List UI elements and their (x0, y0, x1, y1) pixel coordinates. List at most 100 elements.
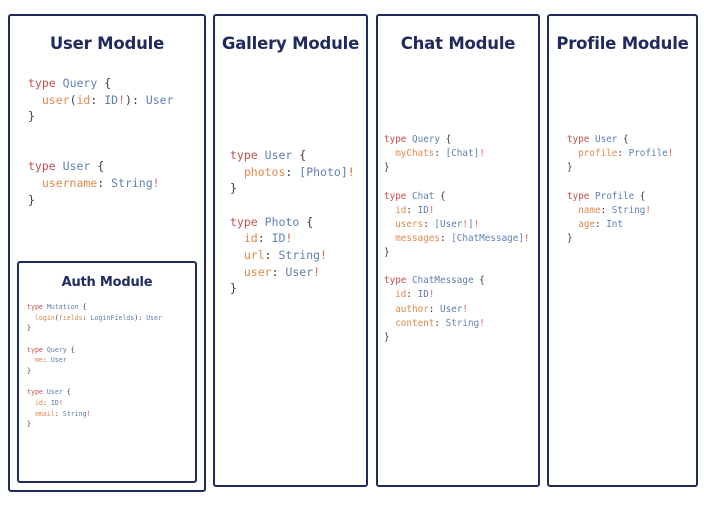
schema-token: User (145, 92, 174, 107)
panel-chat-module[interactable]: Chat Module type Query { myChats: [Chat]… (376, 14, 540, 487)
schema-line: type Profile { (567, 190, 696, 204)
schema-token: ! (523, 232, 530, 244)
schema-token: Mutation (46, 303, 79, 311)
schema-token: : (131, 92, 146, 107)
schema-token: : (285, 164, 300, 179)
schema-line: } (567, 161, 696, 175)
schema-token (384, 289, 395, 300)
schema-token: : (42, 356, 51, 365)
schema-token: { (78, 303, 87, 311)
schema-token: id (395, 204, 407, 216)
schema-token: ! (479, 148, 485, 160)
schema-line (27, 334, 195, 345)
panel-user-module[interactable]: User Module type Query { user(id: ID!): … (8, 14, 206, 492)
schema-line: me: User (27, 355, 195, 366)
schema-token: : (90, 92, 105, 107)
schema-token: : (257, 231, 272, 246)
schema-token: id (34, 399, 43, 408)
schema-token (384, 233, 395, 244)
schema-token (56, 159, 63, 173)
schema-token: ( (54, 313, 59, 322)
schema-line: age: Int (567, 218, 696, 232)
schema-token (230, 265, 244, 279)
schema-token: Profile (595, 190, 635, 202)
panel-profile-module[interactable]: Profile Module type User { profile: Prof… (547, 14, 698, 487)
schema-token: { (62, 388, 71, 397)
schema-token: type (384, 134, 407, 145)
schema-line: type ChatMessage { (384, 274, 538, 288)
schema-token: { (434, 190, 446, 202)
schema-line (567, 175, 696, 189)
schema-token: myChats (395, 148, 435, 160)
schema-line: type Chat { (384, 190, 538, 204)
schema-token: type (28, 159, 56, 174)
schema-line: id: ID! (27, 398, 195, 409)
schema-token: : (406, 204, 418, 216)
schema-token: age (578, 218, 595, 230)
schema-token: { (473, 275, 485, 287)
schema-line: } (384, 331, 538, 345)
schema-token (230, 231, 244, 245)
schema-line: name: String! (567, 204, 696, 218)
schema-token: type (28, 76, 56, 90)
schema-token (384, 219, 395, 230)
schema-line (384, 260, 538, 274)
schema-line: type User { (567, 133, 696, 147)
schema-token: type (567, 134, 590, 145)
schema-token: Query (62, 76, 98, 90)
schema-token: ! (462, 218, 469, 230)
schema-token: : (97, 176, 112, 191)
schema-token: { (90, 159, 105, 174)
schema-token: Photo (306, 164, 341, 179)
panel-auth-module[interactable]: Auth Module type Mutation { login(fields… (17, 261, 197, 483)
schema-line: messages: [ChatMessage]! (384, 232, 538, 246)
schema-token (384, 205, 395, 216)
schema-token: type (27, 388, 43, 397)
schema-token: User (50, 356, 67, 365)
panel-gallery-module[interactable]: Gallery Module type User { photos: [Phot… (213, 14, 368, 487)
schema-token: messages (395, 232, 440, 244)
schema-token: ! (313, 264, 321, 279)
schema-token (230, 248, 244, 262)
schema-token: type (230, 148, 258, 162)
schema-token (567, 205, 578, 216)
schema-token: Int (606, 218, 623, 230)
schema-line: } (230, 280, 366, 297)
schema-token (56, 76, 63, 90)
schema-code-profile-module: type User { profile: Profile!} type Prof… (567, 133, 696, 246)
panel-title-user-module: User Module (49, 34, 165, 53)
schema-line: } (27, 323, 195, 334)
schema-token: ID (417, 204, 429, 216)
schema-token: name (578, 204, 601, 216)
panel-title-auth-module: Auth Module (61, 275, 153, 290)
schema-token: users (395, 218, 424, 230)
schema-token: ] (468, 218, 474, 230)
schema-token: ID (104, 92, 119, 107)
schema-token: photos (243, 164, 286, 179)
schema-token: email (34, 409, 55, 418)
schema-line: type Query { (384, 133, 538, 147)
schema-token (567, 219, 578, 230)
schema-token: Chat (412, 190, 435, 202)
schema-token: : (600, 204, 612, 216)
schema-token (27, 356, 35, 364)
schema-token: User (62, 159, 91, 174)
schema-code-gallery-module: type User { photos: [Photo]!} type Photo… (230, 147, 366, 297)
schema-token: : (264, 248, 279, 263)
schema-token: Photo (264, 214, 300, 229)
schema-token: { (292, 148, 307, 162)
schema-token: ! (428, 204, 435, 216)
schema-token: me (34, 356, 43, 365)
schema-line: type User { (27, 387, 195, 398)
schema-token: String (62, 409, 87, 418)
schema-token: } (28, 109, 35, 124)
schema-line: } (567, 232, 696, 246)
schema-token: ) (125, 92, 132, 107)
schema-token: user (41, 92, 70, 107)
schema-token (28, 93, 42, 107)
schema-code-user-module: type Query { user(id: ID!): User} type U… (28, 75, 204, 208)
schema-token: : (138, 313, 147, 322)
schema-token: User (264, 148, 293, 162)
schema-token: : (423, 218, 435, 230)
schema-line (27, 377, 195, 388)
